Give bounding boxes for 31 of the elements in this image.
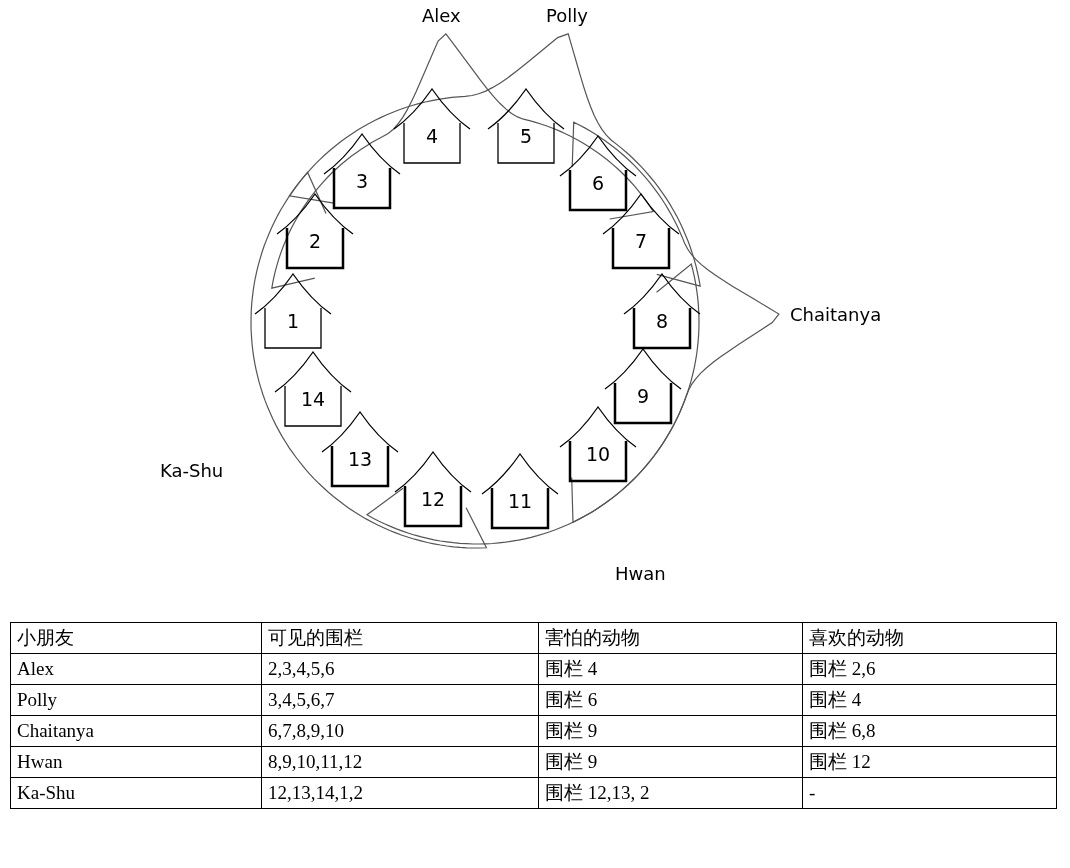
table-cell: 围栏 9: [538, 746, 803, 778]
child-name: Chaitanya: [790, 304, 882, 325]
table-cell: -: [802, 777, 1057, 809]
table-cell: 3,4,5,6,7: [261, 684, 539, 716]
table-cell: 2,3,4,5,6: [261, 653, 539, 685]
child-name: Polly: [546, 5, 588, 26]
child-name: Ka-Shu: [160, 460, 224, 481]
enclosure-house: 12: [395, 448, 471, 534]
table-cell: 6,7,8,9,10: [261, 715, 539, 747]
table-cell: 围栏 12: [802, 746, 1057, 778]
table-cell: 围栏 4: [538, 653, 803, 685]
table-cell: Alex: [10, 653, 262, 685]
table-cell: 小朋友: [10, 622, 262, 654]
table-cell: 围栏 6,8: [802, 715, 1057, 747]
table-cell: Polly: [10, 684, 262, 716]
table-cell: Chaitanya: [10, 715, 262, 747]
table-cell: 12,13,14,1,2: [261, 777, 539, 809]
child-name: Alex: [422, 5, 461, 26]
table-cell: 围栏 9: [538, 715, 803, 747]
table-cell: 围栏 2,6: [802, 653, 1057, 685]
table-cell: 围栏 4: [802, 684, 1057, 716]
child-name: Hwan: [615, 563, 666, 584]
table-cell: 喜欢的动物: [802, 622, 1057, 654]
table-cell: 围栏 6: [538, 684, 803, 716]
enclosure-house: 11: [482, 450, 558, 536]
table-cell: Ka-Shu: [10, 777, 262, 809]
table-cell: 害怕的动物: [538, 622, 803, 654]
table-cell: 可见的围栏: [261, 622, 539, 654]
table-cell: 围栏 12,13, 2: [538, 777, 803, 809]
table-cell: 8,9,10,11,12: [261, 746, 539, 778]
table-cell: Hwan: [10, 746, 262, 778]
